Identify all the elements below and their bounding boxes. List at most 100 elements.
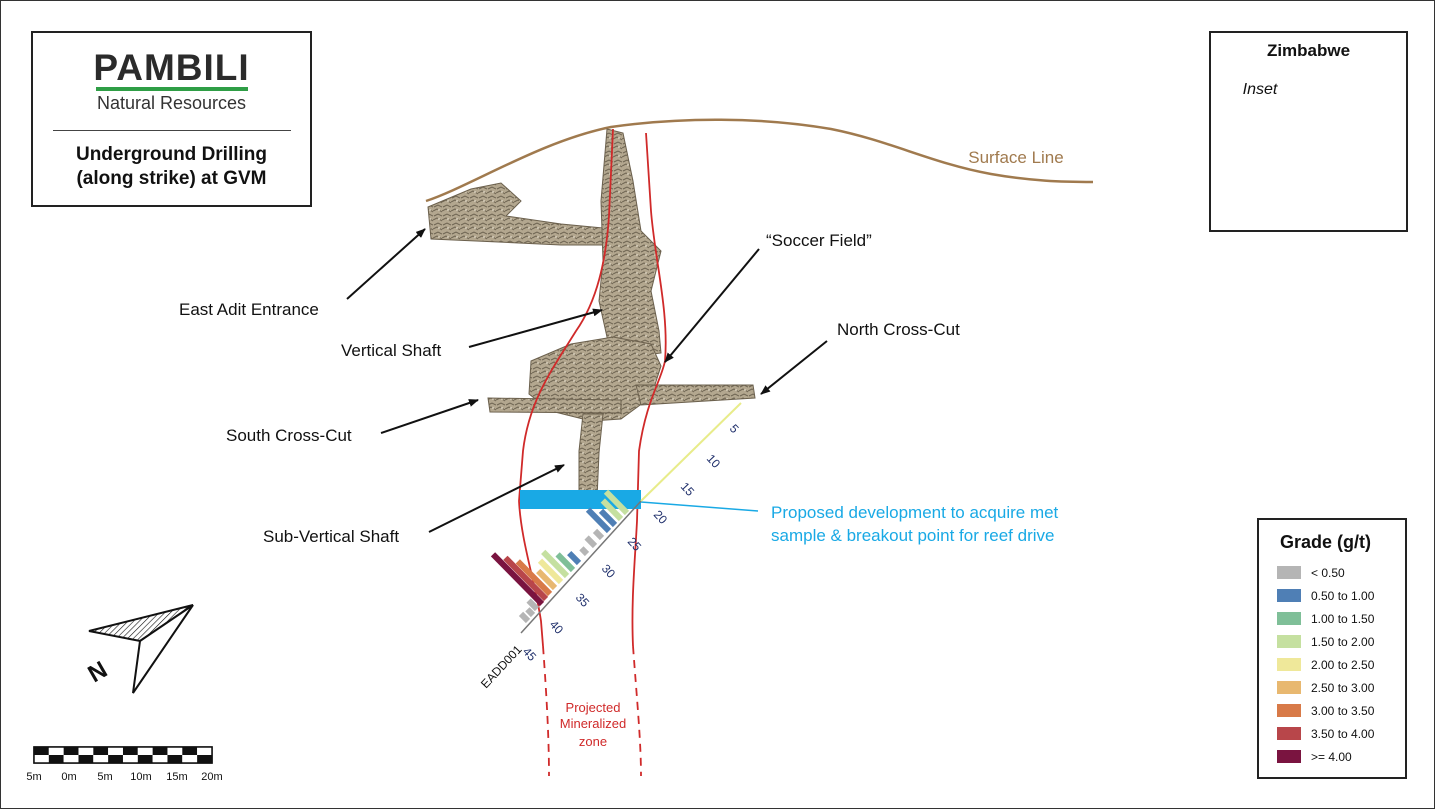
scale-segment-bottom xyxy=(137,755,153,763)
scale-segment-bottom xyxy=(122,755,138,763)
grade-bar xyxy=(579,546,590,557)
grade-bar xyxy=(598,508,618,528)
scale-segment-bottom xyxy=(48,755,64,763)
legend-swatch xyxy=(1277,566,1301,579)
scale-segment-bottom xyxy=(63,755,79,763)
grade-bar xyxy=(584,535,598,549)
underground-workings xyxy=(427,128,756,500)
legend-label: 3.50 to 4.00 xyxy=(1311,726,1375,741)
scale-segment-bottom xyxy=(108,755,123,763)
grade-bar xyxy=(537,558,564,585)
projected-zone-label-1: Projected xyxy=(566,700,621,715)
scale-label: 15m xyxy=(166,771,187,783)
depth-label-10: 10 xyxy=(704,451,724,471)
mineralized-zone-boundary-west xyxy=(518,128,614,647)
scale-label: 5m xyxy=(26,771,41,783)
scale-segment-top xyxy=(122,747,138,755)
scale-segment-bottom xyxy=(152,755,168,763)
scale-segment-top xyxy=(63,747,79,755)
surface-line xyxy=(425,118,1094,203)
scale-segment-top xyxy=(167,747,183,755)
legend-item: 2.50 to 3.00 xyxy=(1277,676,1405,699)
legend-swatch xyxy=(1277,704,1301,717)
grade-bar xyxy=(541,549,570,579)
legend-label: 1.50 to 2.00 xyxy=(1311,634,1375,649)
proposed-development-leader xyxy=(640,501,759,512)
grade-bar xyxy=(525,607,536,618)
legend-item: 0.50 to 1.00 xyxy=(1277,584,1405,607)
drillhole-trace-lower xyxy=(520,500,642,634)
east-adit-working xyxy=(427,182,614,246)
north-arrow: N xyxy=(84,604,194,694)
grade-bar xyxy=(603,489,630,516)
scale-label: 5m xyxy=(97,771,112,783)
scale-segment-top xyxy=(182,747,198,755)
legend-item: >= 4.00 xyxy=(1277,745,1405,768)
inset-title: Zimbabwe xyxy=(1266,41,1351,60)
company-logo-name: PAMBILI xyxy=(93,47,250,88)
legend-swatch xyxy=(1277,750,1301,763)
projected-zone-label-3: zone xyxy=(579,734,607,749)
scale-segment-top xyxy=(34,747,49,755)
north-arrow-white-half xyxy=(132,604,194,694)
scale-segment-top xyxy=(137,747,153,755)
scale-segment-bottom xyxy=(167,755,183,763)
drillhole-id-label: EADD001 xyxy=(478,642,525,691)
grade-histogram xyxy=(490,489,630,624)
legend-item: 3.50 to 4.00 xyxy=(1277,722,1405,745)
legend-label: < 0.50 xyxy=(1311,565,1345,580)
scale-segment-top xyxy=(48,747,64,755)
east-adit-label: East Adit Entrance xyxy=(179,300,319,319)
sub-vertical-shaft-arrow xyxy=(428,464,565,533)
legend-swatch xyxy=(1277,635,1301,648)
legend-label: 0.50 to 1.00 xyxy=(1311,588,1375,603)
inset-label: Inset xyxy=(1242,81,1278,98)
legend-label: 2.00 to 2.50 xyxy=(1311,657,1375,672)
depth-label-20: 20 xyxy=(651,507,671,527)
scale-segment-top xyxy=(78,747,94,755)
scale-segment-top xyxy=(93,747,109,755)
sub-vertical-shaft-label: Sub-Vertical Shaft xyxy=(263,527,399,546)
scale-segment-top xyxy=(108,747,123,755)
vertical-shaft-arrow xyxy=(468,308,603,348)
south-crosscut-arrow xyxy=(380,399,479,434)
legend-item: 3.00 to 3.50 xyxy=(1277,699,1405,722)
depth-label-25: 25 xyxy=(625,534,645,554)
proposed-development-label-1: Proposed development to acquire met xyxy=(771,503,1059,522)
grade-bar xyxy=(585,507,612,534)
scale-bar-frame xyxy=(33,746,213,764)
legend-swatch xyxy=(1277,612,1301,625)
north-crosscut-working xyxy=(635,384,756,406)
scale-segment-top xyxy=(197,747,212,755)
north-crosscut-arrow xyxy=(760,340,828,395)
scale-segment-bottom xyxy=(34,755,49,763)
page-title-line-1: Underground Drilling xyxy=(75,144,268,165)
page-title: Underground Drilling (along strike) at G… xyxy=(33,143,310,191)
vertical-shaft-label: Vertical Shaft xyxy=(341,341,441,360)
legend-label: 2.50 to 3.00 xyxy=(1311,680,1375,695)
legend-item: < 0.50 xyxy=(1277,561,1405,584)
legend-swatch xyxy=(1277,727,1301,740)
page-title-line-2: (along strike) at GVM xyxy=(76,168,267,189)
depth-label-35: 35 xyxy=(573,590,593,610)
depth-label-40: 40 xyxy=(547,617,567,637)
inset-panel: Zimbabwe Inset xyxy=(1209,31,1408,232)
depth-label-30: 30 xyxy=(599,561,619,581)
scale-label: 20m xyxy=(201,771,222,783)
grade-bar xyxy=(503,555,549,602)
east-adit-arrow xyxy=(346,228,426,300)
north-arrow-letter: N xyxy=(84,656,113,688)
projected-zone-boundary-east xyxy=(632,645,642,777)
vertical-shaft-working xyxy=(598,128,662,358)
depth-label-45: 45 xyxy=(520,644,540,664)
soccer-field-label: “Soccer Field” xyxy=(766,231,872,250)
legend-item: 1.50 to 2.00 xyxy=(1277,630,1405,653)
projected-zone-boundary-west xyxy=(542,645,550,777)
legend-title: Grade (g/t) xyxy=(1280,532,1372,552)
scale-segment-top xyxy=(152,747,168,755)
